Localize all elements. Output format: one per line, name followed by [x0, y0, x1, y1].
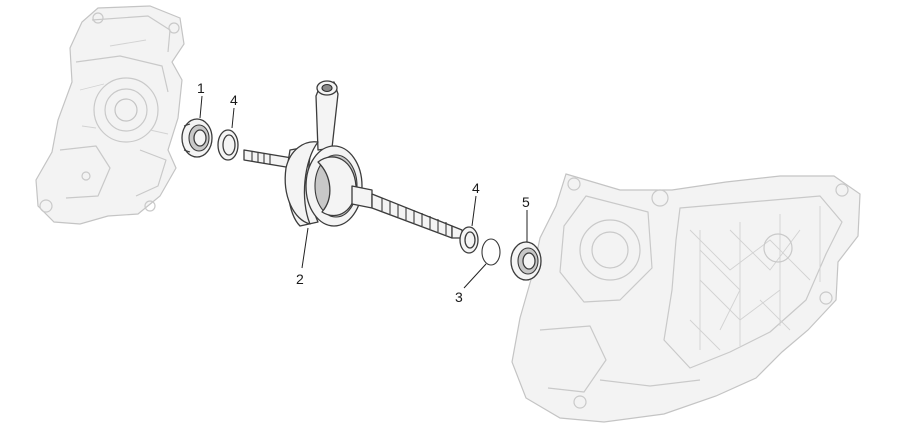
leader-1	[199, 95, 203, 119]
callout-1: 1	[197, 80, 205, 96]
right-crankcase-half	[511, 173, 861, 423]
leader-2	[301, 227, 309, 269]
callout-4-left: 4	[230, 92, 238, 108]
left-crankcase-half	[35, 5, 185, 225]
o-ring	[481, 238, 501, 266]
shim-washer-right	[459, 226, 479, 254]
leader-4-right	[471, 195, 477, 227]
callout-3: 3	[455, 289, 463, 305]
callout-2: 2	[296, 271, 304, 287]
leader-4-left	[231, 107, 235, 129]
leader-3	[463, 263, 487, 289]
callout-5: 5	[522, 194, 530, 210]
leader-lines	[199, 95, 528, 289]
callout-labels: 1 4 2 4 5 3	[197, 80, 530, 305]
crankshaft-assembly	[243, 80, 463, 239]
callout-4-right: 4	[472, 180, 480, 196]
bearing-right	[510, 241, 542, 281]
shim-washer-left	[217, 129, 239, 161]
bearing-left	[181, 118, 213, 158]
